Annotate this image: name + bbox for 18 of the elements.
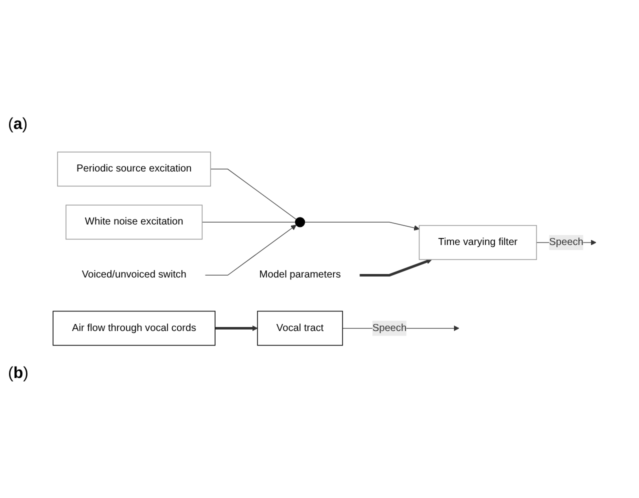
edge-label: Speech [372, 322, 407, 334]
edge-label: Speech [549, 237, 584, 248]
arrow [360, 259, 432, 277]
panel-label: (b) [8, 364, 30, 382]
panel-label: (a) [8, 116, 29, 134]
node-text: Model parameters [259, 270, 341, 281]
node-box: Periodic source excitation [57, 152, 211, 187]
node-box: White noise excitation [66, 205, 203, 240]
connector [210, 169, 297, 220]
arrow [215, 326, 258, 332]
connector [202, 222, 296, 223]
node-switch [294, 217, 306, 228]
node-text: Voiced/unvoiced switch [82, 270, 186, 281]
node-box: Time varying filter [418, 225, 537, 260]
node-box: Air flow through vocal cords [52, 311, 216, 346]
arrow [204, 225, 296, 276]
node-box: Vocal tract [257, 311, 343, 346]
arrow [304, 222, 420, 231]
